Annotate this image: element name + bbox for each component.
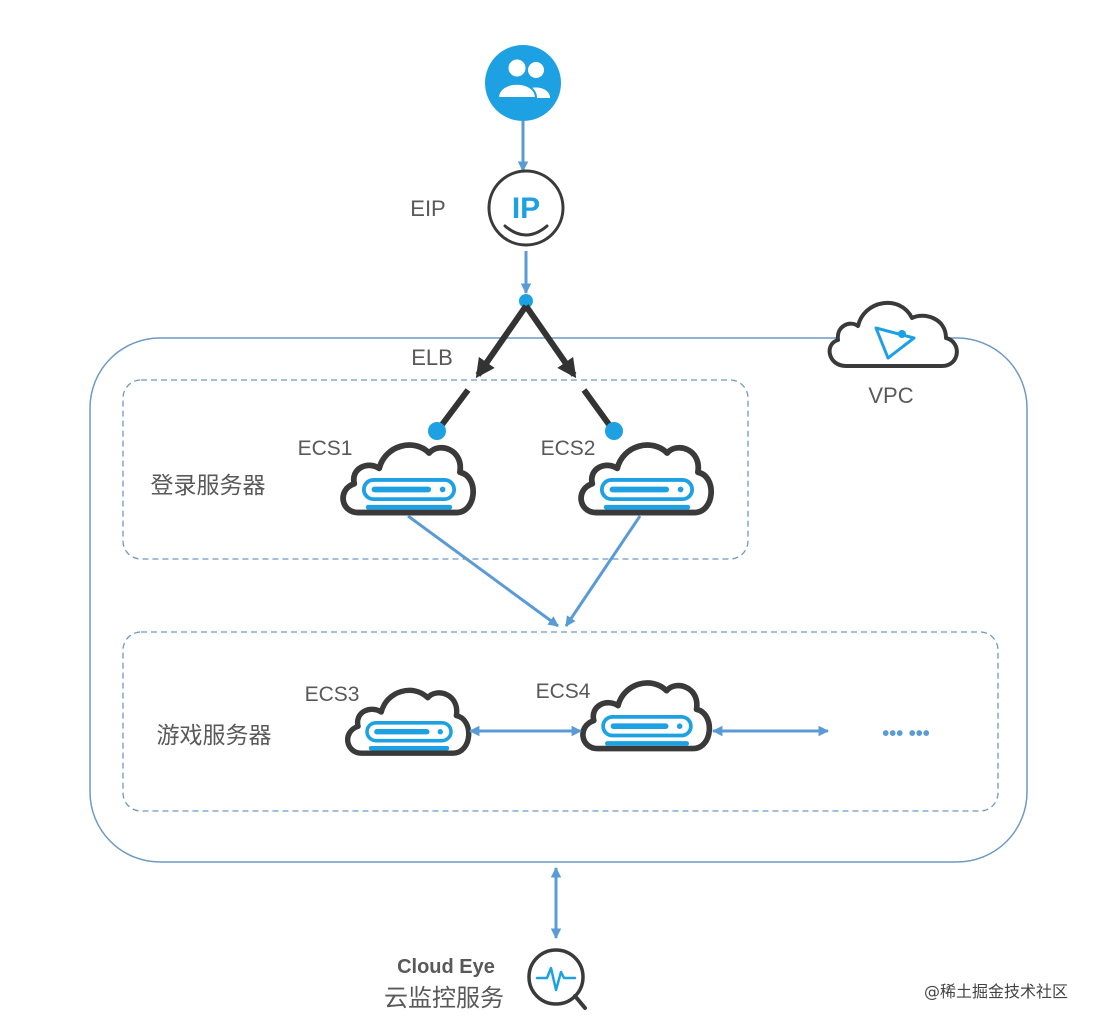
elb-branch-right-arrow <box>523 304 577 379</box>
ecs1-port-dot <box>428 422 446 440</box>
ip-icon <box>487 169 565 247</box>
elb-branch-right-tail <box>581 388 616 432</box>
vpc-boundary <box>89 337 1028 863</box>
game-group-label: 游戏服务器 <box>157 723 272 749</box>
ecs3-cloud-server-icon <box>348 690 469 753</box>
cloud-eye-monitor-icon <box>527 948 587 1010</box>
login-server-group <box>122 379 749 560</box>
eip-label: EIP <box>410 196 445 221</box>
users-icon <box>485 45 561 121</box>
ip-badge-text: IP <box>512 192 540 225</box>
elb-branch-left-tail <box>435 388 471 432</box>
ecs3-label: ECS3 <box>305 683 360 706</box>
ecs2-to-game-connector <box>564 515 642 627</box>
ecs2-label: ECS2 <box>541 437 596 460</box>
watermark-text: @稀土掘金技术社区 <box>924 982 1068 1001</box>
game-server-group <box>122 631 999 812</box>
elb-label: ELB <box>411 345 453 370</box>
ecs1-to-game-connector <box>407 514 559 628</box>
cloud-eye-label: Cloud Eye <box>397 956 495 978</box>
vpc-cloud-icon <box>827 300 959 368</box>
ecs1-cloud-server-icon <box>343 445 473 513</box>
ecs2-port-dot <box>605 422 623 440</box>
login-group-label: 登录服务器 <box>151 473 266 499</box>
more-servers-ellipsis: ••• ••• <box>882 723 930 745</box>
ecs4-cloud-server-icon <box>583 683 709 749</box>
ecs2-cloud-server-icon <box>581 445 711 513</box>
ecs4-label: ECS4 <box>536 680 591 703</box>
cloud-eye-cn-label: 云监控服务 <box>384 984 504 1012</box>
ecs1-label: ECS1 <box>298 437 353 460</box>
elb-node <box>519 294 533 308</box>
vpc-label: VPC <box>868 383 913 408</box>
elb-branch-left-arrow <box>475 304 529 379</box>
